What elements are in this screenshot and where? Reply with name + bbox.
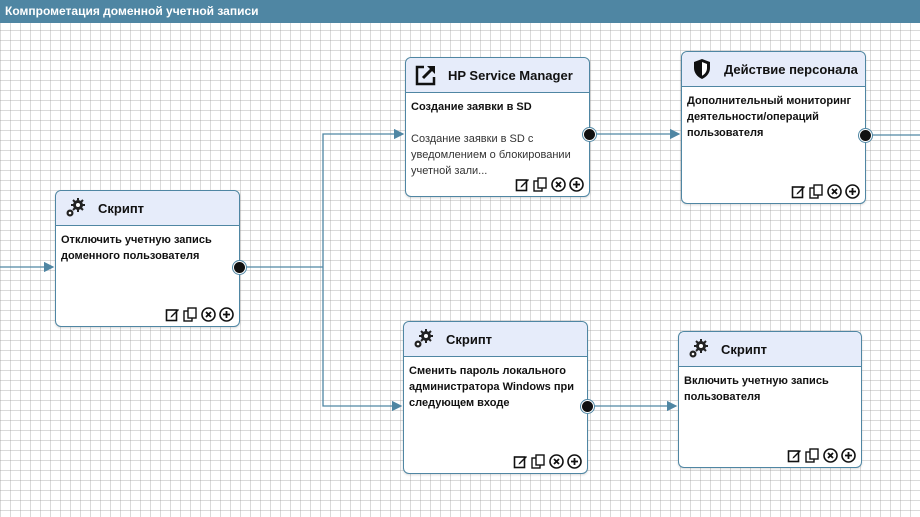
node-header: Скрипт — [679, 332, 861, 367]
node-header: Скрипт — [56, 191, 239, 226]
node-subtitle: Отключить учетную запись доменного польз… — [61, 234, 212, 262]
add-icon[interactable] — [569, 177, 584, 192]
node-personnel-action[interactable]: Действие персонала Дополнительный монито… — [681, 51, 866, 204]
node-type-label: Скрипт — [721, 341, 768, 357]
gears-icon — [412, 327, 436, 351]
window-title: Компрометация доменной учетной записи — [0, 0, 920, 23]
edge-split-n4 — [322, 267, 403, 412]
output-port[interactable] — [233, 261, 246, 274]
node-actions — [787, 448, 856, 463]
edit-icon[interactable] — [787, 448, 802, 463]
node-subtitle: Включить учетную запись пользователя — [684, 375, 829, 403]
edge-split-n2 — [322, 128, 405, 267]
delete-icon[interactable] — [823, 448, 838, 463]
node-description: Создание заявки в SD с уведомлением о бл… — [411, 133, 571, 177]
copy-icon[interactable] — [805, 448, 820, 463]
node-type-label: HP Service Manager — [448, 67, 573, 83]
copy-icon[interactable] — [531, 454, 546, 469]
edit-icon[interactable] — [513, 454, 528, 469]
copy-icon[interactable] — [183, 307, 198, 322]
node-actions — [165, 307, 234, 322]
add-icon[interactable] — [845, 184, 860, 199]
gears-icon — [64, 196, 88, 220]
copy-icon[interactable] — [809, 184, 824, 199]
external-link-icon — [414, 63, 438, 87]
delete-icon[interactable] — [551, 177, 566, 192]
output-port[interactable] — [583, 128, 596, 141]
node-type-label: Действие персонала — [724, 61, 858, 77]
output-port[interactable] — [859, 129, 872, 142]
add-icon[interactable] — [567, 454, 582, 469]
node-hp-service-manager[interactable]: HP Service Manager Создание заявки в SD … — [405, 57, 590, 197]
node-header: Скрипт — [404, 322, 587, 357]
node-type-label: Скрипт — [446, 331, 493, 347]
copy-icon[interactable] — [533, 177, 548, 192]
output-port[interactable] — [581, 400, 594, 413]
edit-icon[interactable] — [165, 307, 180, 322]
delete-icon[interactable] — [549, 454, 564, 469]
node-script-disable-account[interactable]: Скрипт Отключить учетную запись доменног… — [55, 190, 240, 327]
edit-icon[interactable] — [791, 184, 806, 199]
node-subtitle: Создание заявки в SD — [411, 101, 532, 113]
node-header: HP Service Manager — [406, 58, 589, 93]
node-actions — [791, 184, 860, 199]
node-subtitle: Дополнительный мониторинг деятельности/о… — [687, 95, 852, 139]
edit-icon[interactable] — [515, 177, 530, 192]
add-icon[interactable] — [841, 448, 856, 463]
gears-icon — [687, 337, 711, 361]
node-type-label: Скрипт — [98, 200, 145, 216]
node-subtitle: Сменить пароль локального администратора… — [409, 365, 574, 409]
node-actions — [513, 454, 582, 469]
node-script-change-admin-password[interactable]: Скрипт Сменить пароль локального админис… — [403, 321, 588, 474]
node-header: Действие персонала — [682, 52, 865, 87]
node-actions — [515, 177, 584, 192]
node-script-enable-account[interactable]: Скрипт Включить учетную запись пользоват… — [678, 331, 862, 468]
add-icon[interactable] — [219, 307, 234, 322]
delete-icon[interactable] — [201, 307, 216, 322]
delete-icon[interactable] — [827, 184, 842, 199]
shield-icon — [690, 57, 714, 81]
